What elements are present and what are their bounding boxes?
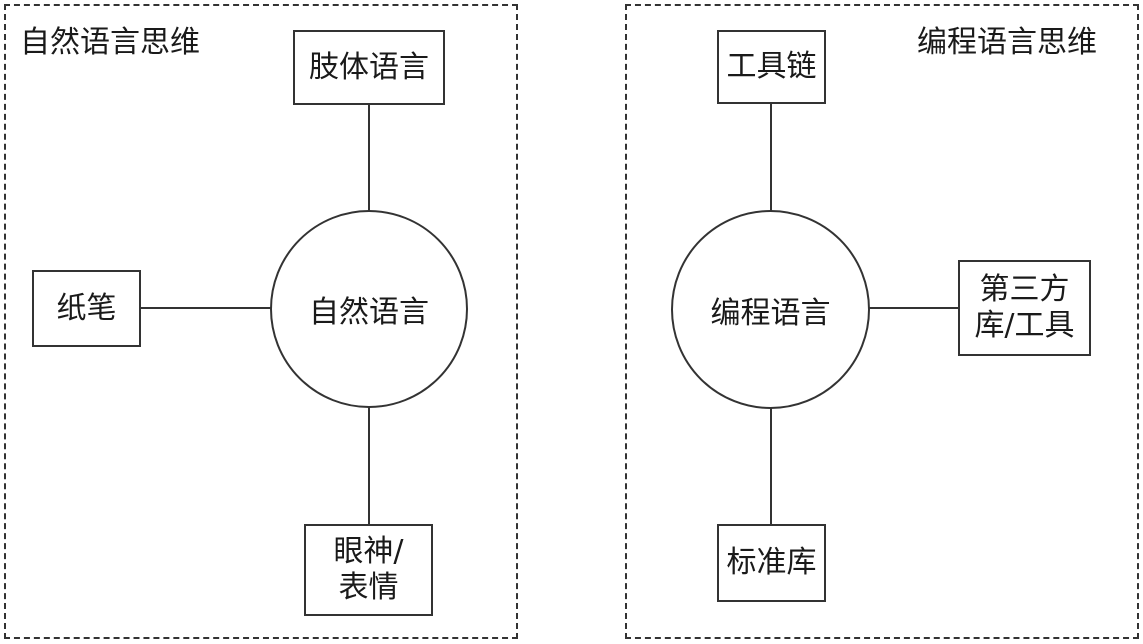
connector-right-right [868,307,960,309]
body-language-label: 肢体语言 [309,49,429,85]
connector-bottom-right [770,404,772,526]
body-language-box: 肢体语言 [293,30,445,105]
eye-expression-label-line1: 眼神/ [333,534,404,569]
programming-language-panel [625,4,1139,639]
connector-bottom-left [368,404,370,526]
connector-left-left [140,307,272,309]
connector-top-left [368,104,370,212]
connector-top-right [770,102,772,212]
programming-language-node-label: 编程语言 [710,295,831,331]
natural-language-node-label: 自然语言 [309,295,429,330]
pen-paper-box: 纸笔 [32,270,141,347]
third-party-box: 第三方 库/工具 [958,260,1091,356]
toolchain-label: 工具链 [726,49,817,84]
standard-library-box: 标准库 [717,524,826,602]
third-party-label-line1: 第三方 [979,272,1070,307]
toolchain-box: 工具链 [717,30,826,104]
natural-language-panel [4,4,518,639]
pen-paper-label: 纸笔 [56,290,117,326]
third-party-label-line2: 库/工具 [974,308,1075,343]
programming-language-node: 编程语言 [671,210,870,409]
programming-language-panel-title: 编程语言思维 [917,25,1097,60]
eye-expression-label-line2: 表情 [338,570,399,605]
natural-language-panel-title: 自然语言思维 [20,25,200,60]
standard-library-label: 标准库 [726,545,817,580]
natural-language-node: 自然语言 [270,210,468,408]
eye-expression-box: 眼神/ 表情 [304,524,433,616]
